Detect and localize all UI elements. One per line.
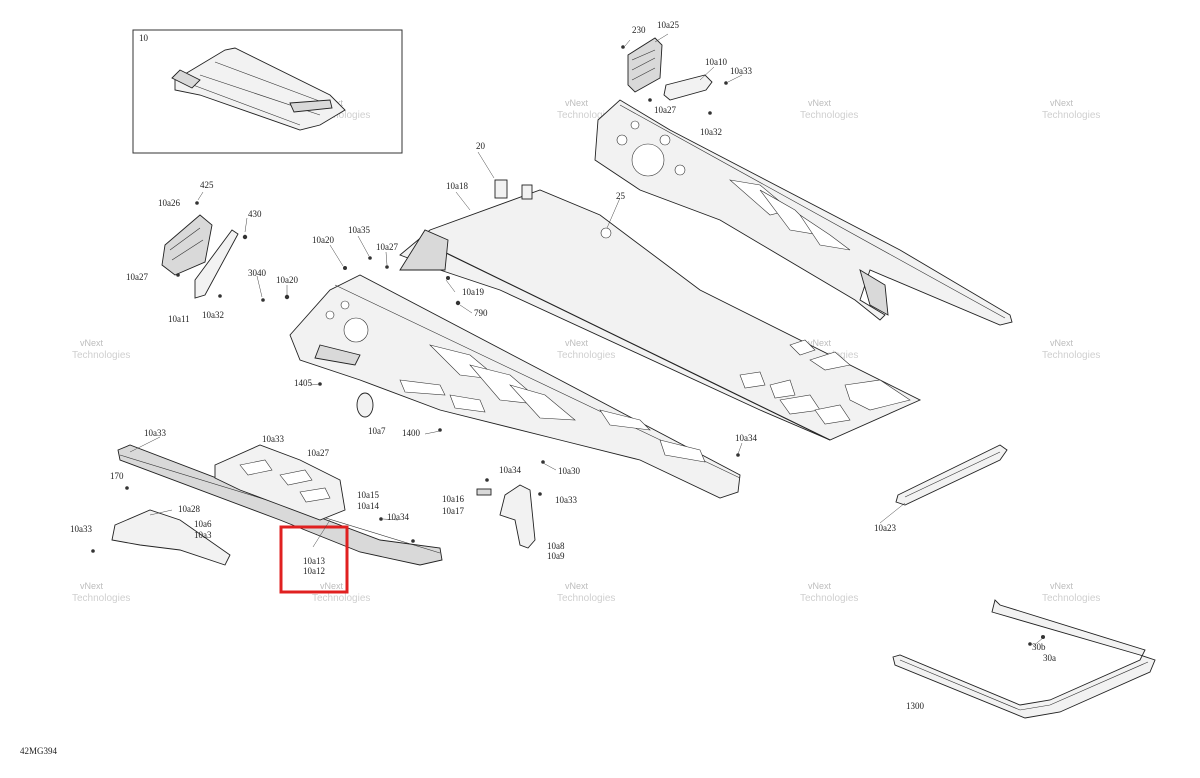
callout-25: 25 (616, 191, 626, 201)
callout-10a20: 10a20 (312, 235, 334, 245)
left-bracket-assembly (161, 201, 290, 302)
callout-10a25: 10a25 (657, 20, 679, 30)
callout-10a30: 10a30 (558, 466, 580, 476)
callout-10a7: 10a7 (368, 426, 386, 436)
leader-lines (129, 33, 1044, 647)
callout-790: 790 (474, 308, 488, 318)
watermark-text: vNext (808, 98, 832, 108)
callout-20: 20 (476, 141, 486, 151)
callout-10a35: 10a35 (348, 225, 370, 235)
callout-10a20: 10a20 (276, 275, 298, 285)
callout-1400: 1400 (402, 428, 421, 438)
watermark-text: vNext (80, 581, 104, 591)
callout-10a33: 10a33 (555, 495, 577, 505)
front-bracket-assembly (621, 37, 728, 115)
inset-box (132, 29, 403, 154)
callout-30b: 30b (1032, 642, 1046, 652)
watermark-text: Technologies (557, 593, 615, 604)
watermark-layer: vNextTechnologiesvNextTechnologiesvNextT… (72, 98, 1100, 604)
watermark-text: vNext (565, 338, 589, 348)
callout-10a27: 10a27 (654, 105, 676, 115)
watermark-text: Technologies (72, 350, 130, 361)
inset-label: 10 (139, 33, 149, 43)
callout-10a3: 10a3 (194, 530, 212, 540)
watermark-text: Technologies (1042, 110, 1100, 121)
callout-10a33: 10a33 (70, 524, 92, 534)
callout-10a28: 10a28 (178, 504, 200, 514)
callout-10a27: 10a27 (126, 272, 148, 282)
callout-10a17: 10a17 (442, 506, 464, 516)
callout-10a23: 10a23 (874, 523, 896, 533)
callout-30a: 30a (1043, 653, 1056, 663)
watermark-text: Technologies (312, 593, 370, 604)
callout-10a32: 10a32 (700, 127, 722, 137)
highlight-box (279, 525, 349, 594)
callout-10a12: 10a12 (303, 566, 325, 576)
callout-430: 430 (248, 209, 262, 219)
callout-10a13: 10a13 (303, 556, 325, 566)
callout-10a34: 10a34 (387, 512, 409, 522)
watermark-text: vNext (320, 581, 344, 591)
watermark-text: Technologies (1042, 350, 1100, 361)
watermark-text: Technologies (312, 110, 370, 121)
callout-10a33: 10a33 (730, 66, 752, 76)
left-tunnel-rail (289, 274, 741, 499)
callout-425: 425 (200, 180, 214, 190)
callout-10a33: 10a33 (144, 428, 166, 438)
callout-1300: 1300 (906, 701, 925, 711)
right-runner-strip (736, 444, 1008, 506)
callout-10a6: 10a6 (194, 519, 212, 529)
callout-10a32: 10a32 (202, 310, 224, 320)
watermark-text: Technologies (557, 110, 615, 121)
callout-10a16: 10a16 (442, 494, 464, 504)
callout-10a10: 10a10 (705, 57, 727, 67)
callout-10a9: 10a9 (547, 551, 565, 561)
callout-10a19: 10a19 (462, 287, 484, 297)
left-runner-strip (91, 444, 443, 566)
rear-bumper (892, 599, 1156, 719)
callout-170: 170 (110, 471, 124, 481)
watermark-text: vNext (80, 338, 104, 348)
callout-10a11: 10a11 (168, 314, 190, 324)
callout-10a34: 10a34 (735, 433, 757, 443)
watermark-text: Technologies (800, 110, 858, 121)
callout-230: 230 (632, 25, 646, 35)
watermark-text: vNext (1050, 338, 1074, 348)
watermark-text: vNext (1050, 581, 1074, 591)
callout-10a33: 10a33 (262, 434, 284, 444)
callout-10a15: 10a15 (357, 490, 379, 500)
callout-3040: 3040 (248, 268, 267, 278)
diagram-id: 42MG394 (20, 746, 58, 756)
callout-10a18: 10a18 (446, 181, 468, 191)
watermark-text: Technologies (557, 350, 615, 361)
hardware-points (318, 256, 545, 543)
center-bracket (476, 478, 542, 549)
watermark-text: vNext (565, 98, 589, 108)
watermark-text: vNext (1050, 98, 1074, 108)
tunnel-top-panel (399, 179, 922, 441)
callout-10a34: 10a34 (499, 465, 521, 475)
watermark-text: vNext (808, 338, 832, 348)
watermark-text: Technologies (72, 593, 130, 604)
callout-10a8: 10a8 (547, 541, 565, 551)
callout-10a26: 10a26 (158, 198, 180, 208)
watermark-text: vNext (565, 581, 589, 591)
watermark-text: Technologies (1042, 593, 1100, 604)
watermark-text: Technologies (800, 593, 858, 604)
right-tunnel-rail (594, 99, 1013, 326)
callout-10a14: 10a14 (357, 501, 379, 511)
callout-1405: 1405 (294, 378, 313, 388)
callout-10a27: 10a27 (376, 242, 398, 252)
callout-10a27: 10a27 (307, 448, 329, 458)
watermark-text: vNext (808, 581, 832, 591)
